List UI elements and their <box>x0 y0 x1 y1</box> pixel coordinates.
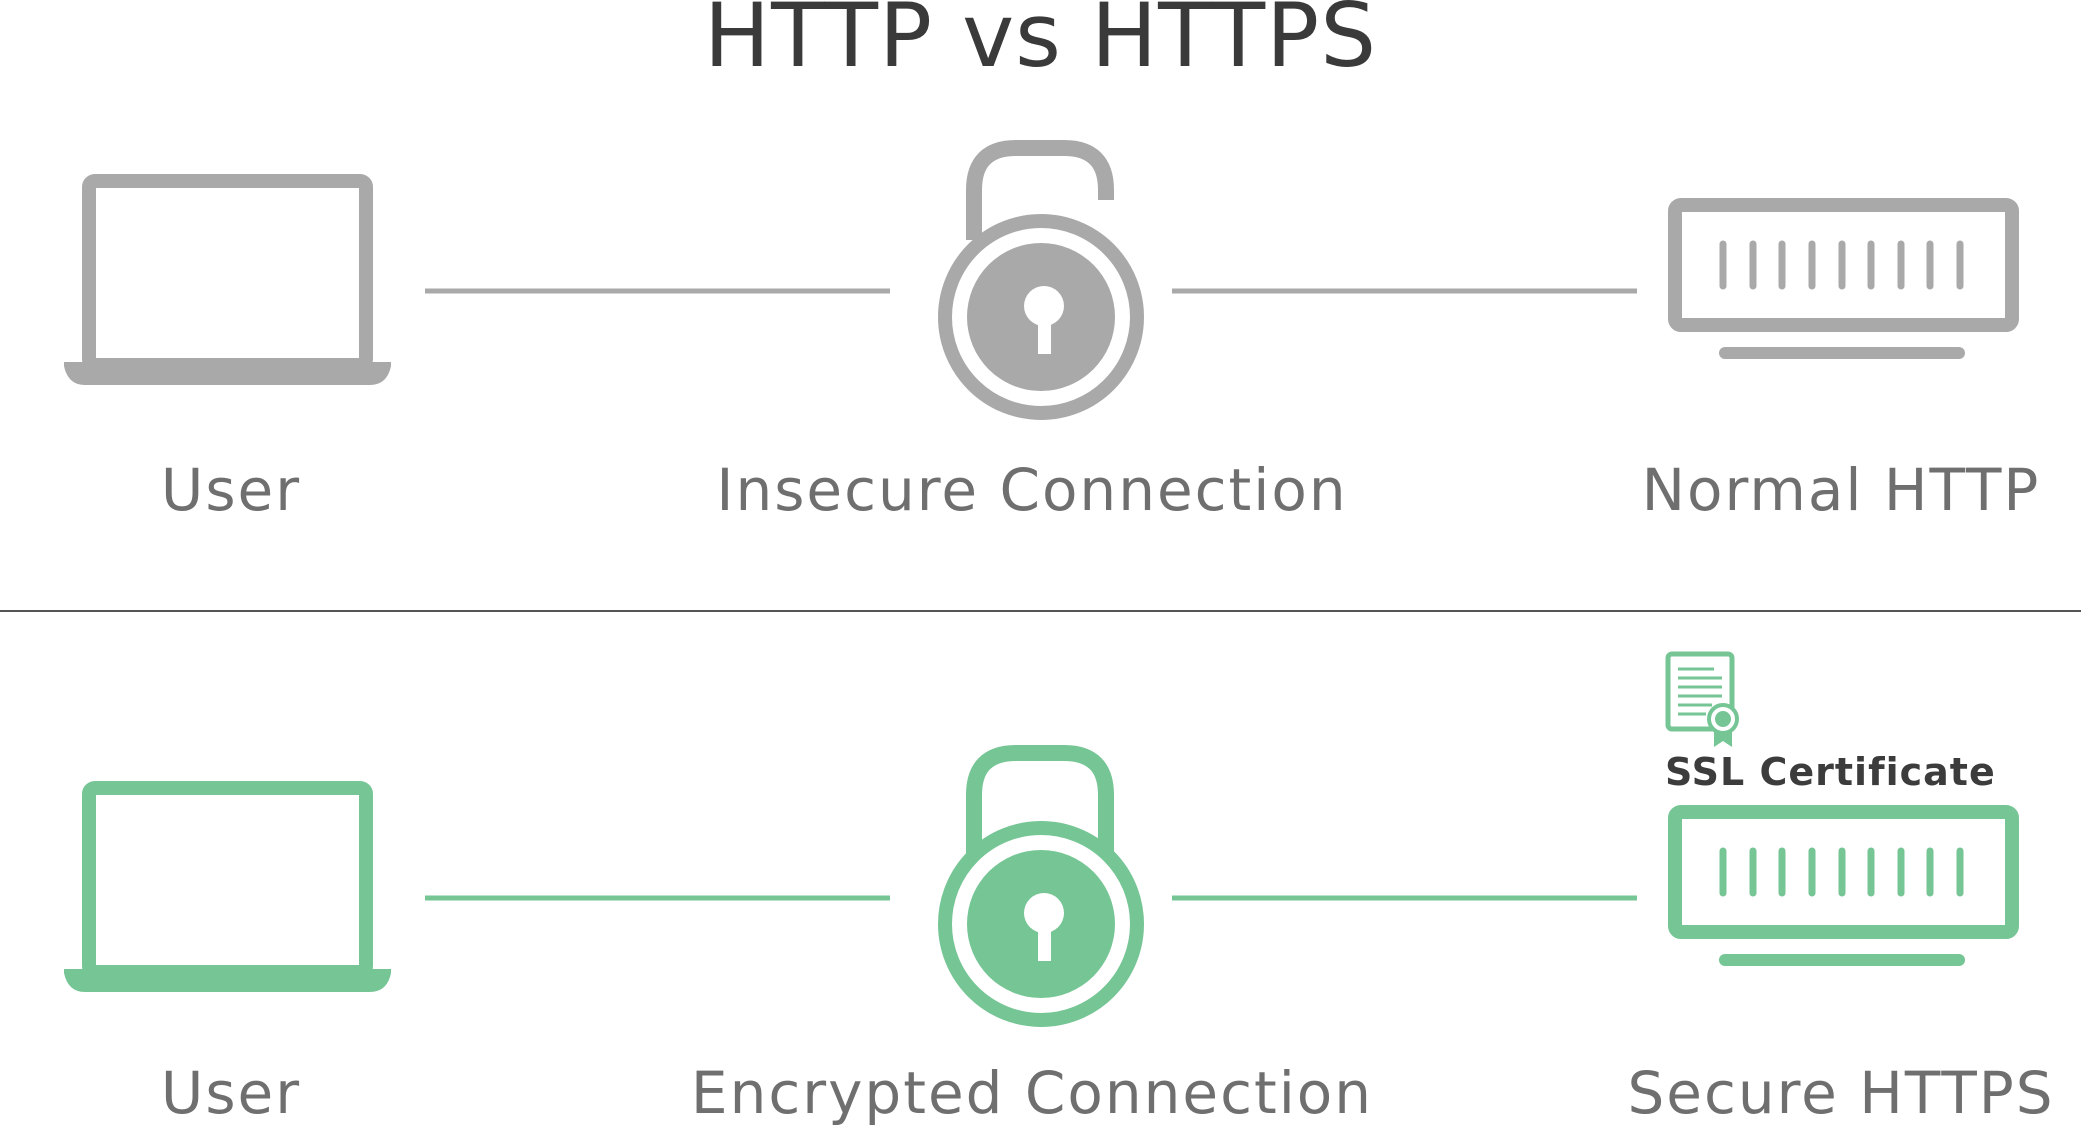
ssl-certificate-label: SSL Certificate <box>1665 750 1996 794</box>
insecure-connection-label: Insecure Connection <box>716 456 1348 524</box>
section-divider <box>0 610 2081 612</box>
encrypted-connection-label: Encrypted Connection <box>690 1059 1374 1127</box>
server-icon <box>1668 198 2019 359</box>
https-row <box>64 651 2019 1027</box>
laptop-icon <box>64 781 391 992</box>
diagram-title: HTTP vs HTTPS <box>703 0 1378 87</box>
server-icon <box>1668 805 2019 966</box>
certificate-icon <box>1665 651 1739 747</box>
laptop-icon <box>64 174 391 385</box>
unlocked-padlock-icon <box>938 140 1144 420</box>
http-row <box>64 140 2019 420</box>
secure-https-label: Secure HTTPS <box>1627 1059 2055 1127</box>
locked-padlock-icon <box>938 745 1144 1027</box>
https-user-label: User <box>160 1059 302 1127</box>
http-user-label: User <box>160 456 302 524</box>
normal-http-label: Normal HTTP <box>1641 456 2041 524</box>
